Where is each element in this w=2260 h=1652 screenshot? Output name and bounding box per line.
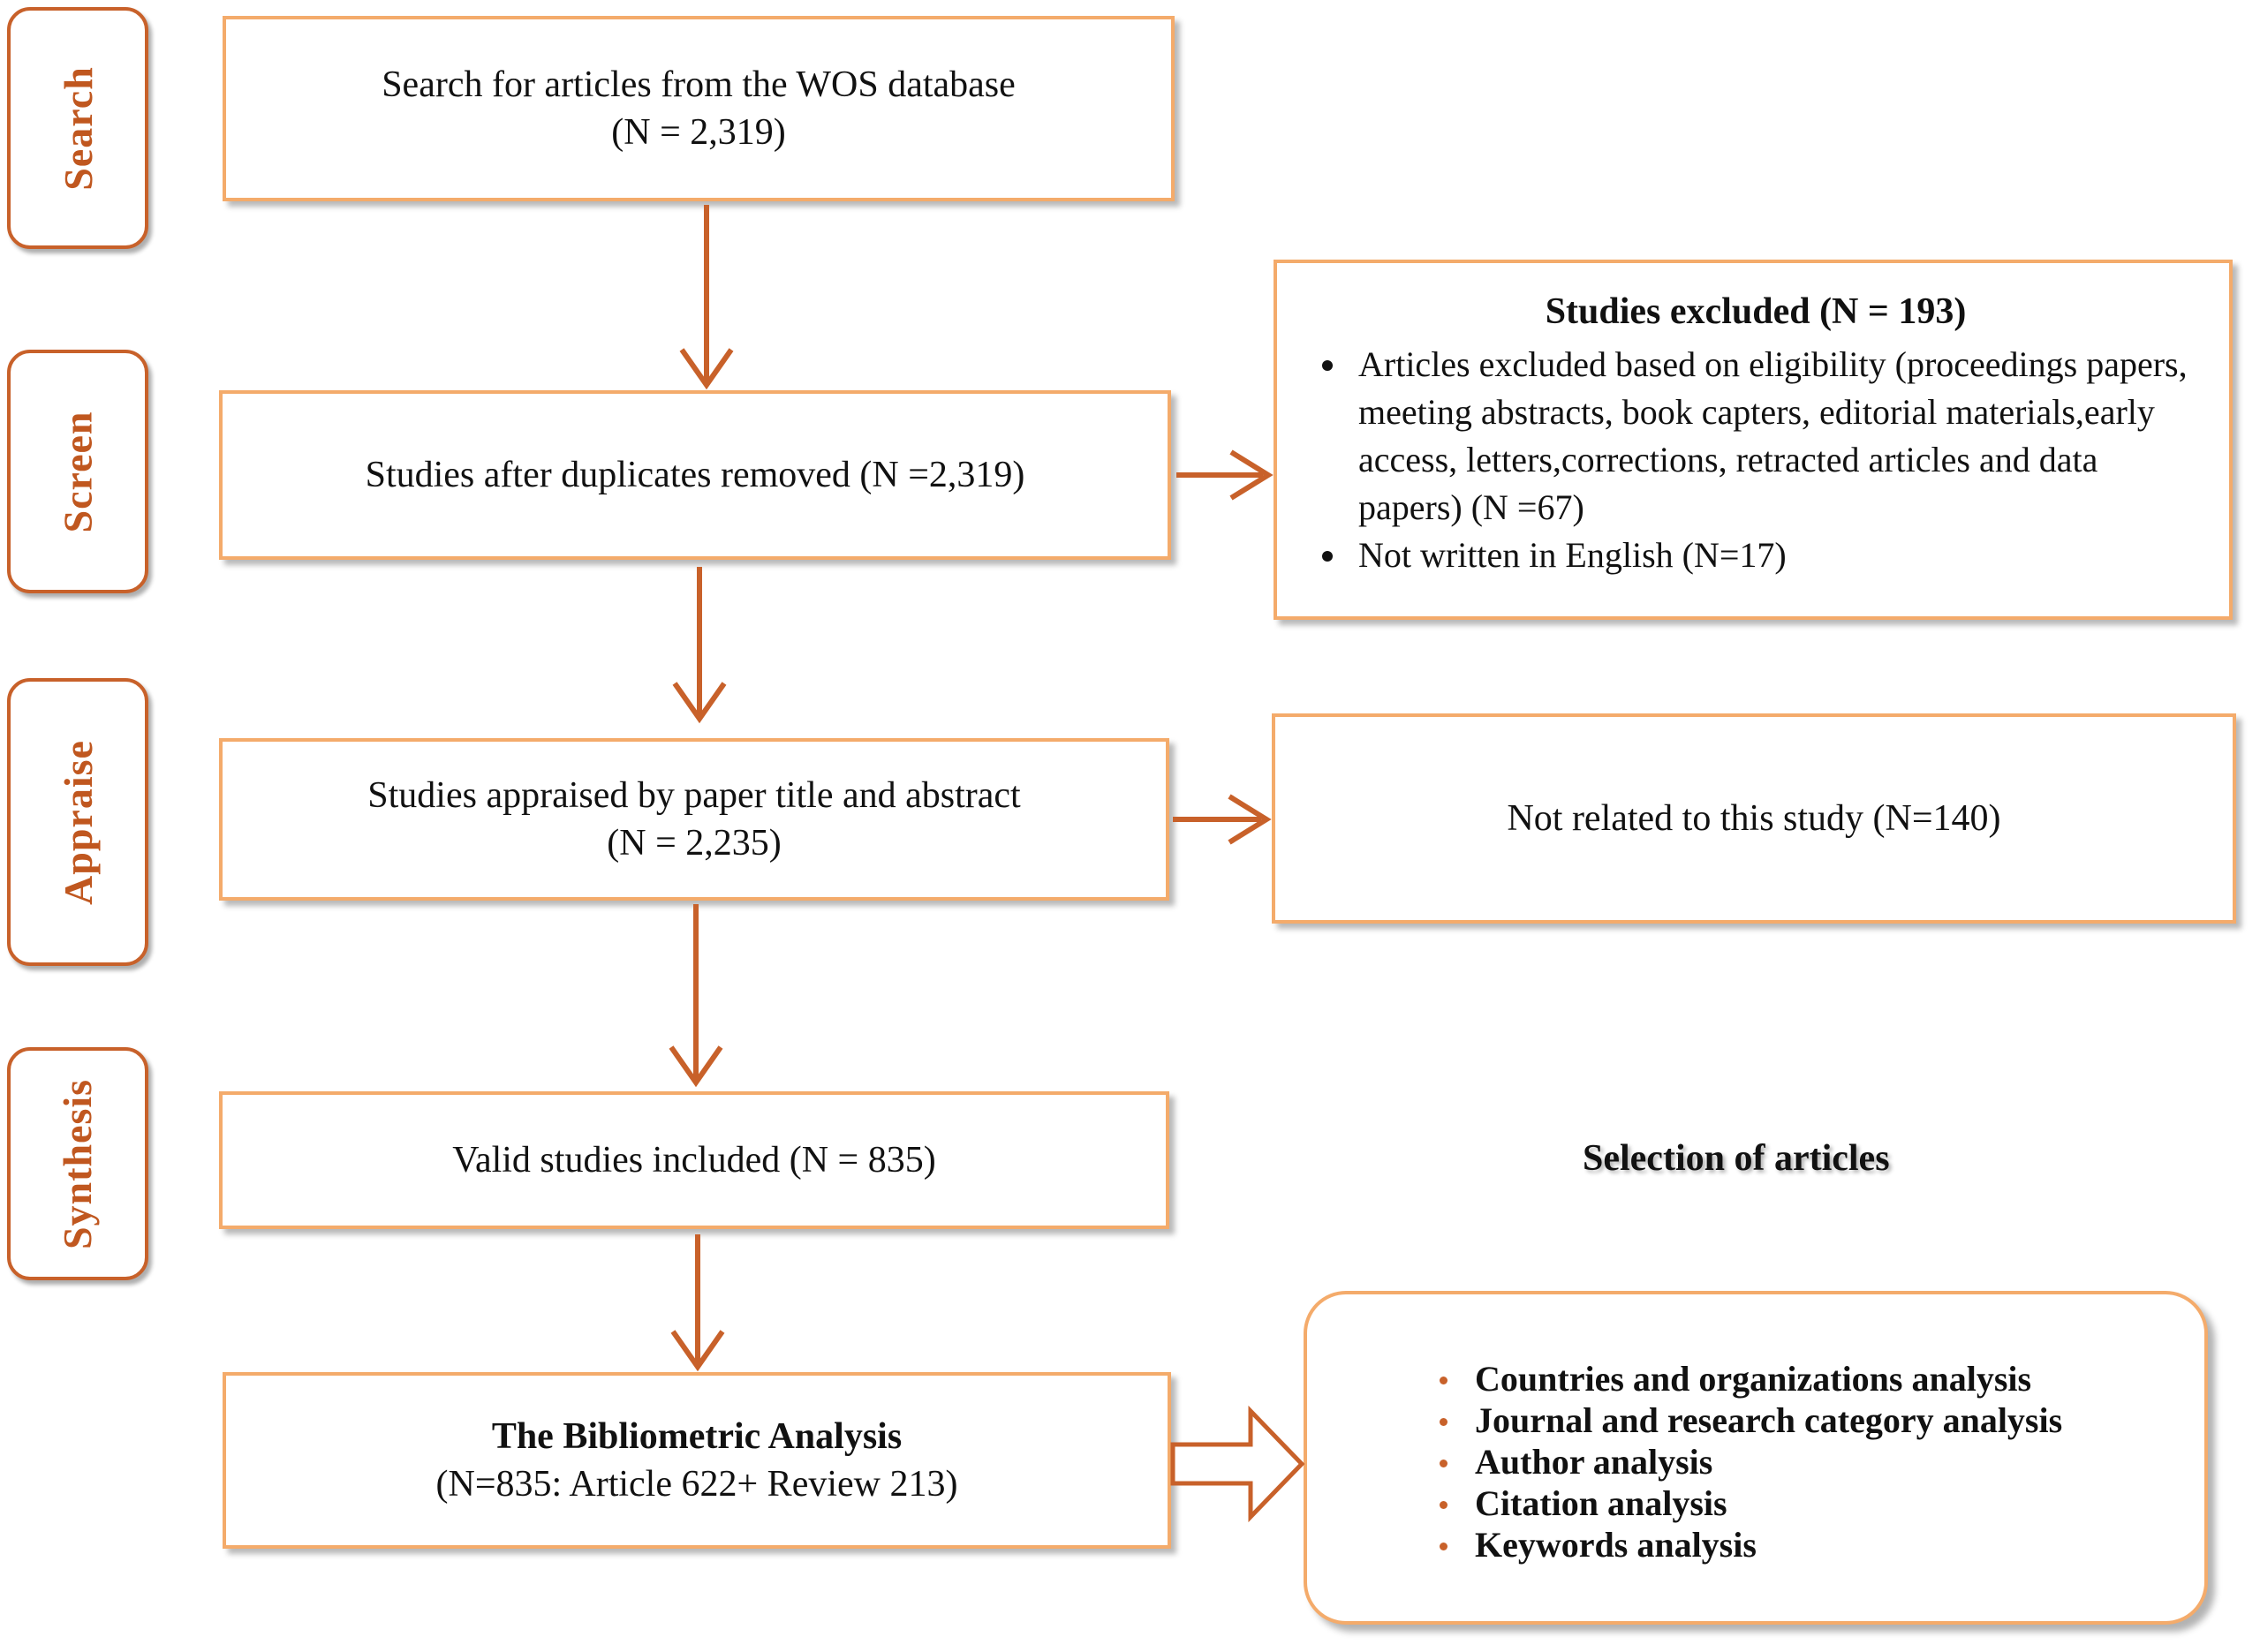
search-box-text: Search for articles from the WOS databas… <box>382 64 1016 105</box>
not-related-text: Not related to this study (N=140) <box>1507 798 2001 839</box>
appraise-box: Studies appraised by paper title and abs… <box>219 738 1169 901</box>
stage-synthesis: Synthesis <box>7 1047 148 1280</box>
search-box: Search for articles from the WOS databas… <box>223 16 1175 201</box>
hollow-arrow-to-analysis <box>1170 1405 1305 1523</box>
analysis-item: Countries and organizations analysis <box>1440 1358 2187 1399</box>
bibliometric-box: The Bibliometric Analysis (N=835: Articl… <box>223 1372 1171 1549</box>
arrow-appraise-to-valid <box>669 904 723 1088</box>
analysis-item: Author analysis <box>1440 1441 2187 1482</box>
stage-synthesis-label: Synthesis <box>55 1078 101 1249</box>
search-box-count: (N = 2,319) <box>611 112 786 153</box>
excluded-title: Studies excluded (N = 193) <box>1545 291 1967 332</box>
selection-of-articles-label: Selection of articles <box>1583 1138 1890 1179</box>
appraise-box-count: (N = 2,235) <box>607 823 782 864</box>
not-related-box: Not related to this study (N=140) <box>1272 713 2236 924</box>
arrow-search-to-screen <box>679 205 734 390</box>
arrow-screen-to-appraise <box>672 567 727 724</box>
analysis-item: Journal and research category analysis <box>1440 1399 2187 1441</box>
appraise-box-text: Studies appraised by paper title and abs… <box>367 775 1021 816</box>
arrow-valid-to-bibliometric <box>670 1234 725 1372</box>
stage-screen-label: Screen <box>55 410 101 533</box>
stage-search-label: Search <box>55 65 101 191</box>
screen-box: Studies after duplicates removed (N =2,3… <box>219 390 1171 560</box>
excluded-item-eligibility: Articles excluded based on eligibility (… <box>1349 341 2208 532</box>
stage-appraise-label: Appraise <box>55 739 101 905</box>
excluded-item-language: Not written in English (N=17) <box>1349 532 2208 579</box>
arrow-appraise-to-not-related <box>1173 794 1272 845</box>
stage-search: Search <box>7 7 148 249</box>
valid-studies-box: Valid studies included (N = 835) <box>219 1091 1169 1229</box>
analysis-list: Countries and organizations analysis Jou… <box>1440 1358 2187 1565</box>
excluded-list: Articles excluded based on eligibility (… <box>1304 341 2208 579</box>
analysis-box: Countries and organizations analysis Jou… <box>1304 1291 2208 1625</box>
bibliometric-count: (N=835: Article 622+ Review 213) <box>435 1464 958 1505</box>
bibliometric-title: The Bibliometric Analysis <box>491 1416 903 1457</box>
screen-box-text: Studies after duplicates removed (N =2,3… <box>365 455 1025 495</box>
arrow-screen-to-excluded <box>1176 449 1274 501</box>
analysis-item: Citation analysis <box>1440 1482 2187 1524</box>
stage-appraise: Appraise <box>7 678 148 966</box>
valid-studies-text: Valid studies included (N = 835) <box>452 1140 936 1181</box>
excluded-box: Studies excluded (N = 193) Articles excl… <box>1274 260 2233 620</box>
stage-screen: Screen <box>7 350 148 593</box>
analysis-item: Keywords analysis <box>1440 1524 2187 1565</box>
